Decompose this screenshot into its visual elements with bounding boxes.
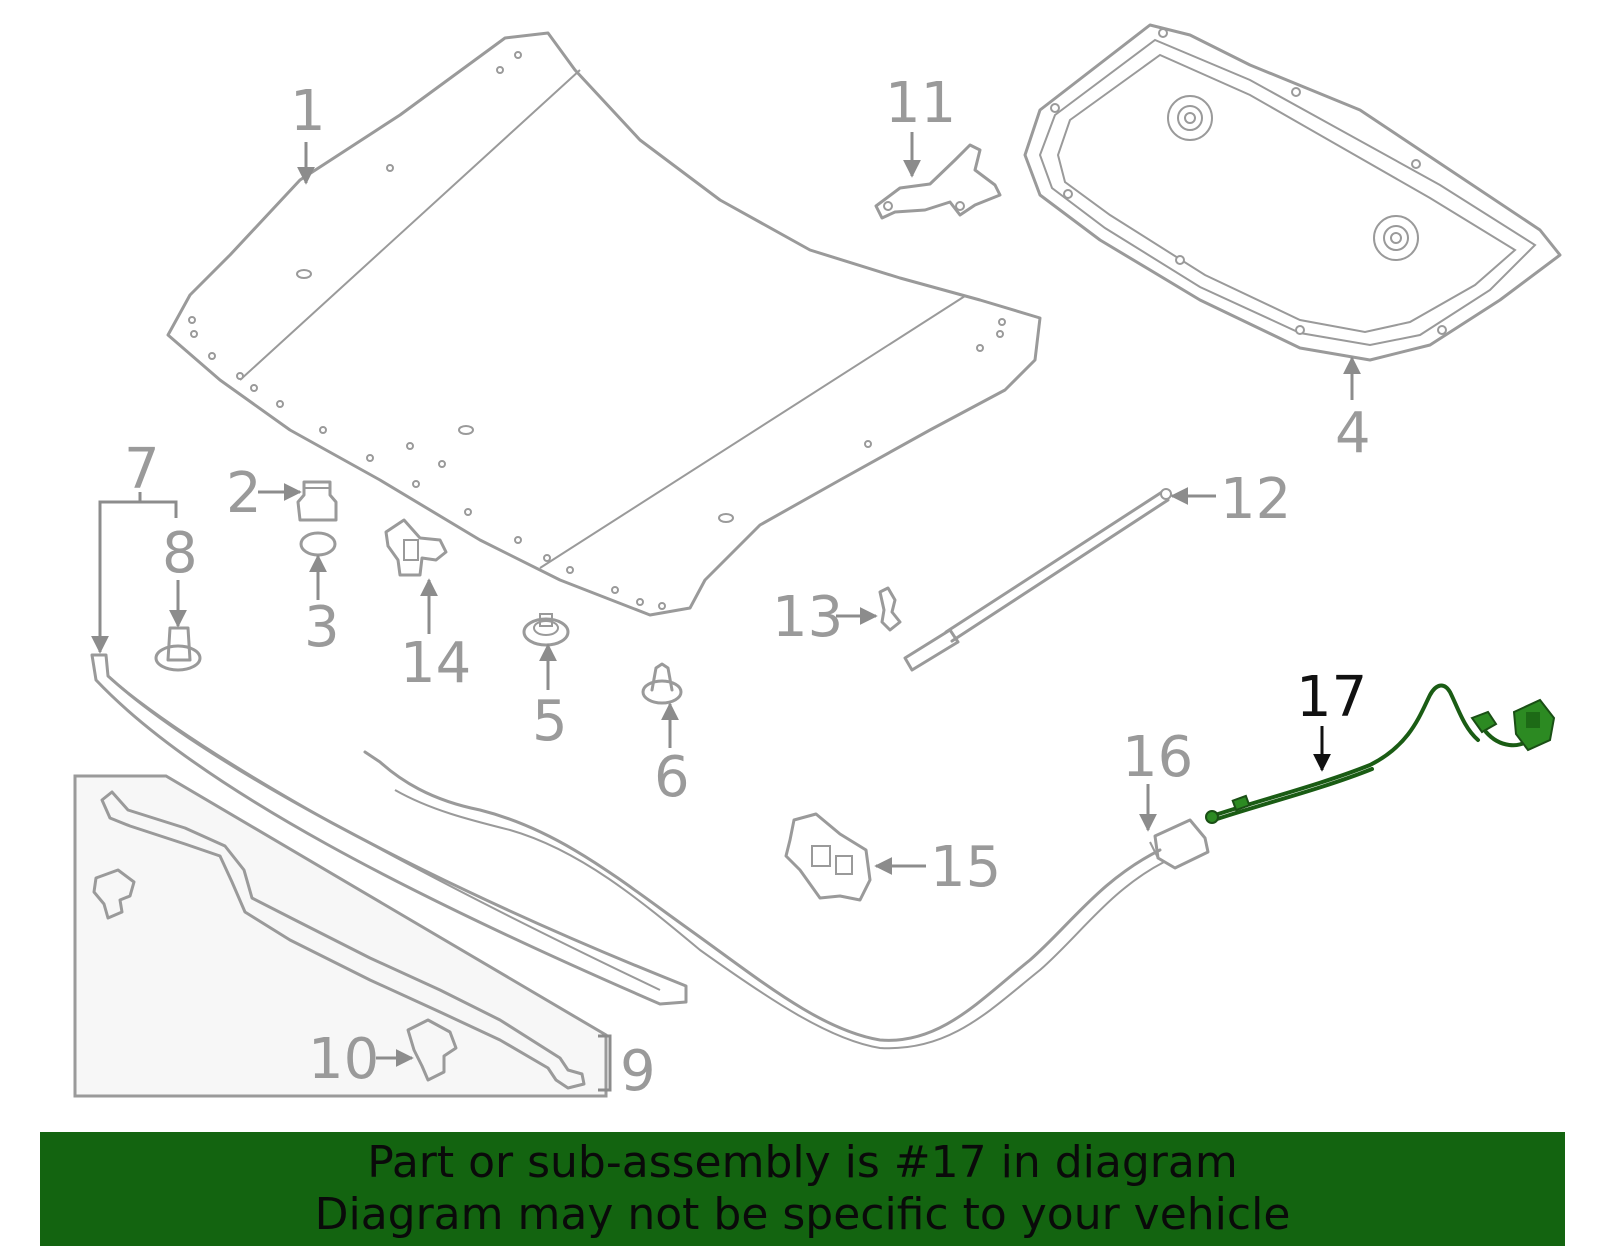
hood-seal bbox=[90, 653, 688, 1006]
banner-line-1: Part or sub-assembly is #17 in diagram bbox=[367, 1137, 1238, 1188]
callout-15: 15 bbox=[930, 835, 1001, 900]
hood-insulator bbox=[1023, 23, 1562, 362]
callout-7: 7 bbox=[124, 437, 160, 502]
ball-stud bbox=[878, 586, 902, 632]
callout-12: 12 bbox=[1220, 467, 1291, 532]
callout-2: 2 bbox=[226, 461, 262, 526]
banner-line-2: Diagram may not be specific to your vehi… bbox=[314, 1189, 1291, 1240]
info-banner: Part or sub-assembly is #17 in diagram D… bbox=[40, 1132, 1565, 1246]
highlighted-release-cable bbox=[1205, 683, 1556, 824]
hood-lift-strut bbox=[903, 488, 1172, 672]
callout-6: 6 bbox=[654, 745, 690, 810]
callout-5: 5 bbox=[532, 689, 568, 754]
callout-8: 8 bbox=[162, 521, 198, 586]
seal-kit-box bbox=[73, 774, 608, 1098]
o-ring bbox=[299, 531, 337, 557]
callout-16: 16 bbox=[1122, 725, 1193, 790]
cable-connector bbox=[1149, 818, 1210, 870]
release-cable bbox=[363, 750, 1165, 1050]
callout-1: 1 bbox=[290, 79, 326, 144]
push-pin bbox=[154, 626, 202, 672]
callout-4: 4 bbox=[1335, 401, 1371, 466]
hood-panel bbox=[166, 31, 1042, 617]
callout-17: 17 bbox=[1296, 665, 1367, 730]
bumper-stop bbox=[296, 480, 338, 522]
latch-bracket bbox=[384, 518, 448, 577]
callout-9: 9 bbox=[620, 1039, 656, 1104]
callout-14: 14 bbox=[400, 631, 471, 696]
grommet bbox=[522, 613, 570, 647]
retainer-clip bbox=[641, 662, 683, 705]
callout-11: 11 bbox=[885, 71, 956, 136]
hood-hinge bbox=[874, 143, 1002, 220]
callout-10: 10 bbox=[308, 1027, 379, 1092]
hood-latch bbox=[784, 812, 872, 902]
callout-13: 13 bbox=[772, 585, 843, 650]
callout-3: 3 bbox=[304, 595, 340, 660]
